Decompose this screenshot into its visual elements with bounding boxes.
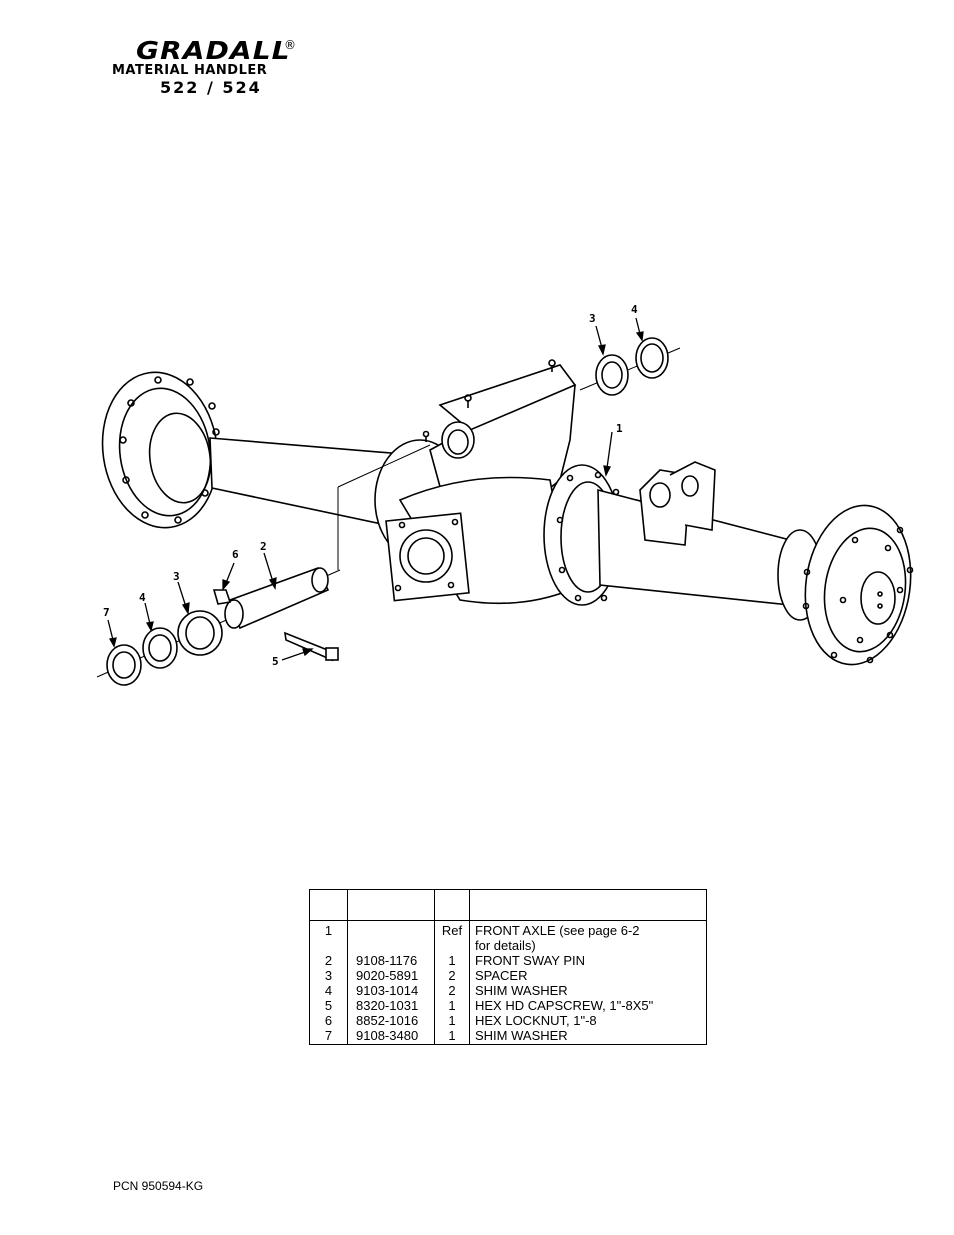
part-number: 8320-1031: [347, 998, 435, 1013]
quantity: 1: [434, 953, 470, 968]
description: HEX HD CAPSCREW, 1"-8X5": [475, 998, 654, 1013]
quantity: 1: [434, 1013, 470, 1028]
brand-name: GRADALL: [136, 36, 291, 65]
quantity: 2: [434, 968, 470, 983]
registered-mark: ®: [284, 38, 296, 52]
pcn-footer: PCN 950594-KG: [113, 1179, 204, 1193]
quantity: 1: [434, 1028, 470, 1045]
column-header-item: [309, 889, 348, 921]
callout-5: 5: [272, 655, 279, 668]
item-number: 7: [309, 1028, 348, 1045]
callout-3-upper: 3: [589, 312, 596, 325]
callout-4-upper: 4: [631, 303, 638, 316]
table-row: 4 9103-1014 2 SHIM WASHER: [309, 983, 707, 998]
description: SHIM WASHER: [475, 983, 568, 998]
callout-1: 1: [616, 422, 623, 435]
quantity: 1: [434, 998, 470, 1013]
callout-arrows: [107, 317, 644, 661]
callout-6: 6: [232, 548, 239, 561]
model-number: 522 / 524: [160, 78, 262, 97]
table-header-row: [309, 889, 707, 921]
column-header-description: [469, 889, 707, 921]
item-number: 6: [309, 1013, 348, 1028]
part-number: 9103-1014: [347, 983, 435, 998]
item-number: 2: [309, 953, 348, 968]
column-header-part-number: [347, 889, 435, 921]
item-number: 4: [309, 983, 348, 998]
right-hub-flange: [777, 504, 914, 666]
center-housing: [374, 359, 621, 606]
part-number: 9108-1176: [347, 953, 435, 968]
description-line-2: for details): [475, 938, 536, 953]
quantity: Ref: [434, 920, 470, 953]
callout-4: 4: [139, 591, 146, 604]
table-row: 2 9108-1176 1 FRONT SWAY PIN: [309, 953, 707, 968]
description-line: FRONT AXLE (see page 6-2: [475, 923, 640, 938]
item-number: 1: [309, 920, 348, 953]
table-row: 3 9020-5891 2 SPACER: [309, 968, 707, 983]
description: SPACER: [475, 968, 528, 983]
part-number: [347, 920, 435, 953]
callout-7: 7: [103, 606, 110, 619]
quantity: 2: [434, 983, 470, 998]
table-row: 5 8320-1031 1 HEX HD CAPSCREW, 1"-8X5": [309, 998, 707, 1013]
item-number: 3: [309, 968, 348, 983]
part-number: 8852-1016: [347, 1013, 435, 1028]
table-row: 7 9108-3480 1 SHIM WASHER: [309, 1028, 707, 1045]
description: SHIM WASHER: [475, 1028, 568, 1043]
upper-spacer-and-shim: [579, 337, 681, 396]
callout-2: 2: [260, 540, 267, 553]
part-number: 9020-5891: [347, 968, 435, 983]
description: HEX LOCKNUT, 1"-8: [475, 1013, 597, 1028]
left-hub-flange: [101, 371, 220, 529]
callout-3: 3: [173, 570, 180, 583]
lower-pin-stack: [96, 444, 431, 686]
right-axle-tube: [597, 461, 791, 606]
table-row: 6 8852-1016 1 HEX LOCKNUT, 1"-8: [309, 1013, 707, 1028]
callout-labels: 1 2 3 4 5 6 7 3 4: [103, 303, 638, 668]
item-number: 5: [309, 998, 348, 1013]
part-number: 9108-3480: [347, 1028, 435, 1045]
product-subtitle: MATERIAL HANDLER: [112, 63, 268, 78]
column-header-quantity: [434, 889, 470, 921]
description: FRONT SWAY PIN: [475, 953, 586, 968]
